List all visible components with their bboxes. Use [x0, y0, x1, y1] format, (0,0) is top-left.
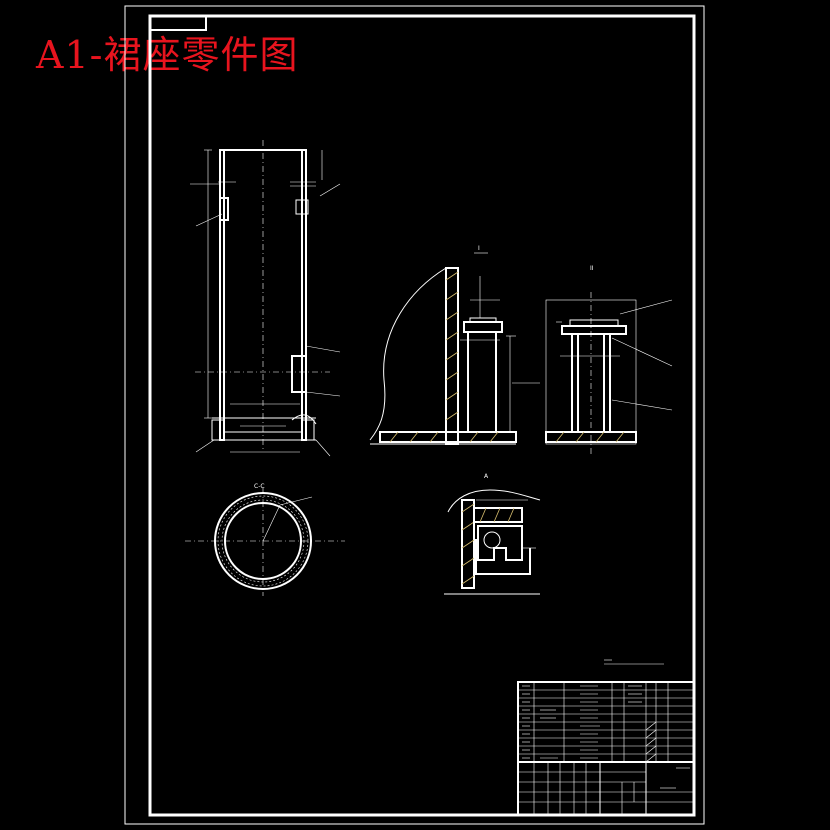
inner-drawing-frame	[148, 14, 696, 817]
section-c-c-view: C-C	[185, 483, 345, 596]
detail-a-view: A	[444, 473, 541, 595]
detail-i-label: I	[478, 245, 480, 252]
technical-notes	[604, 659, 664, 665]
section-c-c-label: C-C	[254, 483, 265, 490]
outer-sheet-border	[124, 5, 705, 825]
title-block	[517, 681, 695, 816]
detail-ii-label: II	[590, 265, 594, 272]
detail-ii-view: II	[545, 265, 673, 456]
detail-i-view: I	[369, 245, 540, 445]
drawing-code-box	[149, 15, 207, 31]
detail-a-label: A	[484, 473, 489, 480]
drawing-title: A1-裙座零件图	[36, 33, 299, 77]
main-elevation-view	[190, 140, 341, 457]
